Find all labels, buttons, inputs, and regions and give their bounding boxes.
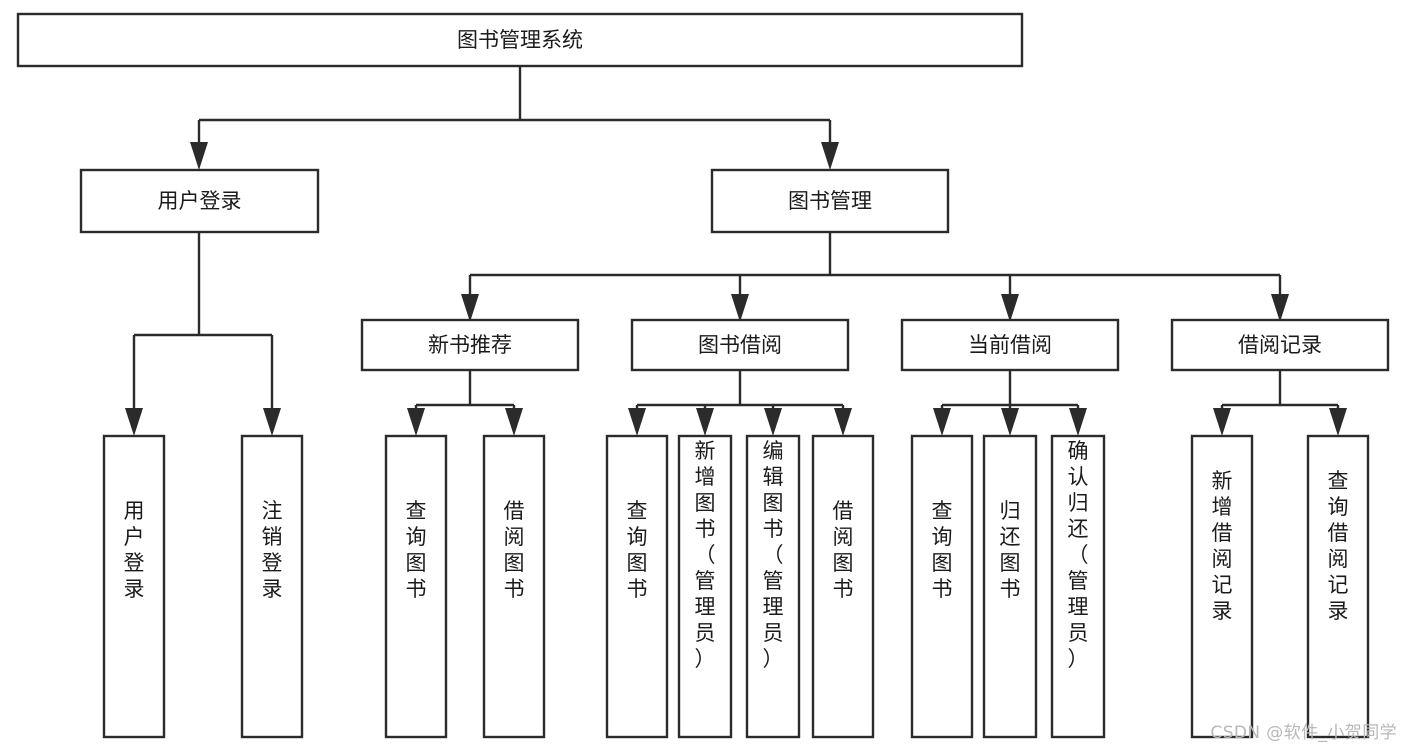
connectors-records-to-leaves bbox=[1213, 370, 1347, 436]
node-leaf-add-borrow-record-label: 新增借阅记录 bbox=[1212, 469, 1233, 623]
node-leaf-user-login-box[interactable] bbox=[102, 434, 166, 739]
arrow-borrow-to-leaf-2 bbox=[696, 408, 714, 436]
node-leaf-logout-label: 注销登录 bbox=[262, 499, 283, 601]
node-leaf-logout-box[interactable] bbox=[240, 434, 304, 739]
arrow-current-to-leaf-3 bbox=[1069, 408, 1087, 436]
node-root-box[interactable] bbox=[16, 12, 1024, 68]
node-leaf-logout[interactable]: 注销登录 bbox=[240, 434, 304, 739]
connectors-root-to-level1 bbox=[190, 66, 839, 170]
node-book-management-label: 图书管理 bbox=[788, 189, 872, 213]
node-borrow-records-label: 借阅记录 bbox=[1238, 333, 1322, 357]
node-book-management[interactable]: 图书管理 bbox=[710, 168, 950, 234]
arrow-current-to-leaf-2 bbox=[1001, 408, 1019, 436]
node-leaf-query-borrow-record-box[interactable] bbox=[1306, 434, 1370, 739]
connectors-book-mgmt-to-level2 bbox=[461, 232, 1289, 322]
node-root-book-management-system[interactable]: 图书管理系统 bbox=[16, 12, 1024, 68]
node-leaf-edit-book-admin-box[interactable] bbox=[745, 434, 801, 739]
arrow-borrow-to-leaf-1 bbox=[628, 408, 646, 436]
arrow-book-mgmt-to-borrow bbox=[731, 294, 749, 322]
node-leaf-return-book-label: 归还图书 bbox=[1000, 499, 1021, 601]
csdn-watermark: CSDN @软件_小贺同学 bbox=[1210, 723, 1397, 743]
node-root-label: 图书管理系统 bbox=[457, 28, 583, 52]
node-leaf-return-book-box[interactable] bbox=[982, 434, 1038, 739]
node-leaf-return-book[interactable]: 归还图书 bbox=[982, 434, 1038, 739]
node-leaf-query-book-1[interactable]: 查询图书 bbox=[384, 434, 448, 739]
node-leaf-edit-book-admin-label: 编辑图书（管理员） bbox=[763, 439, 784, 671]
node-book-borrow[interactable]: 图书借阅 bbox=[630, 318, 850, 372]
node-current-borrow-box[interactable] bbox=[900, 318, 1120, 372]
node-leaf-add-borrow-record[interactable]: 新增借阅记录 bbox=[1190, 434, 1254, 739]
node-current-borrow-label: 当前借阅 bbox=[968, 333, 1052, 357]
arrow-user-login-to-leaf-1 bbox=[125, 408, 143, 436]
node-user-login-box[interactable] bbox=[79, 168, 320, 234]
arrow-records-to-leaf-1 bbox=[1213, 408, 1231, 436]
node-user-login-label: 用户登录 bbox=[158, 189, 242, 213]
arrow-root-to-user-login bbox=[190, 142, 208, 170]
node-leaf-query-book-3-label: 查询图书 bbox=[932, 499, 953, 601]
node-leaf-borrow-book-1[interactable]: 借阅图书 bbox=[482, 434, 546, 739]
node-new-book-recommend-box[interactable] bbox=[360, 318, 580, 372]
arrow-book-mgmt-to-records bbox=[1271, 294, 1289, 322]
node-leaf-query-book-1-label: 查询图书 bbox=[406, 499, 427, 601]
node-new-book-recommend-label: 新书推荐 bbox=[428, 333, 512, 357]
node-leaf-query-book-3-box[interactable] bbox=[910, 434, 974, 739]
connectors-current-to-leaves bbox=[933, 370, 1087, 436]
node-leaf-borrow-book-2-box[interactable] bbox=[811, 434, 875, 739]
node-book-borrow-box[interactable] bbox=[630, 318, 850, 372]
arrow-records-to-leaf-2 bbox=[1329, 408, 1347, 436]
arrow-new-books-to-leaf-2 bbox=[505, 408, 523, 436]
node-leaf-confirm-return-admin-box[interactable] bbox=[1050, 434, 1106, 739]
node-book-borrow-label: 图书借阅 bbox=[698, 333, 782, 357]
node-leaf-confirm-return-admin[interactable]: 确认归还（管理员） bbox=[1050, 434, 1106, 739]
node-leaf-query-book-3[interactable]: 查询图书 bbox=[910, 434, 974, 739]
node-borrow-records[interactable]: 借阅记录 bbox=[1170, 318, 1390, 372]
node-current-borrow[interactable]: 当前借阅 bbox=[900, 318, 1120, 372]
node-leaf-user-login-label: 用户登录 bbox=[124, 499, 145, 601]
node-leaf-query-book-2-label: 查询图书 bbox=[627, 499, 648, 601]
node-leaf-edit-book-admin[interactable]: 编辑图书（管理员） bbox=[745, 434, 801, 739]
node-leaf-query-borrow-record-label: 查询借阅记录 bbox=[1328, 469, 1349, 623]
arrow-borrow-to-leaf-3 bbox=[764, 408, 782, 436]
node-leaf-borrow-book-2[interactable]: 借阅图书 bbox=[811, 434, 875, 739]
node-leaf-add-book-admin-box[interactable] bbox=[677, 434, 733, 739]
node-leaf-query-book-2[interactable]: 查询图书 bbox=[605, 434, 669, 739]
arrow-book-mgmt-to-current bbox=[1001, 294, 1019, 322]
node-leaf-confirm-return-admin-label: 确认归还（管理员） bbox=[1068, 439, 1089, 671]
arrow-current-to-leaf-1 bbox=[933, 408, 951, 436]
arrow-user-login-to-leaf-2 bbox=[263, 408, 281, 436]
node-new-book-recommend[interactable]: 新书推荐 bbox=[360, 318, 580, 372]
node-borrow-records-box[interactable] bbox=[1170, 318, 1390, 372]
arrow-root-to-book-mgmt bbox=[821, 142, 839, 170]
node-leaf-add-book-admin[interactable]: 新增图书（管理员） bbox=[677, 434, 733, 739]
node-leaf-query-book-1-box[interactable] bbox=[384, 434, 448, 739]
connectors-borrow-to-leaves bbox=[628, 370, 852, 436]
node-leaf-borrow-book-1-label: 借阅图书 bbox=[504, 499, 525, 601]
node-leaf-add-borrow-record-box[interactable] bbox=[1190, 434, 1254, 739]
node-leaf-query-book-2-box[interactable] bbox=[605, 434, 669, 739]
node-leaf-user-login[interactable]: 用户登录 bbox=[102, 434, 166, 739]
arrow-book-mgmt-to-new-books bbox=[461, 294, 479, 322]
connectors-user-login-to-leaves bbox=[125, 232, 281, 436]
arrow-new-books-to-leaf-1 bbox=[407, 408, 425, 436]
node-user-login[interactable]: 用户登录 bbox=[79, 168, 320, 234]
node-book-management-box[interactable] bbox=[710, 168, 950, 234]
node-leaf-add-book-admin-label: 新增图书（管理员） bbox=[695, 439, 716, 671]
connectors-new-books-to-leaves bbox=[407, 370, 523, 436]
node-leaf-borrow-book-2-label: 借阅图书 bbox=[833, 499, 854, 601]
node-leaf-query-borrow-record[interactable]: 查询借阅记录 bbox=[1306, 434, 1370, 739]
arrow-borrow-to-leaf-4 bbox=[834, 408, 852, 436]
node-leaf-borrow-book-1-box[interactable] bbox=[482, 434, 546, 739]
